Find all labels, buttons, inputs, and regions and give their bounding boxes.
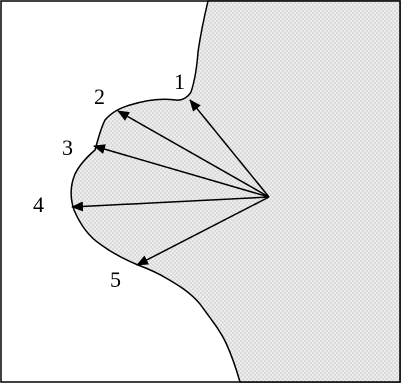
label-3: 3 — [62, 135, 73, 160]
arrow-2 — [117, 110, 270, 198]
arrow-5 — [136, 196, 270, 266]
label-2: 2 — [94, 84, 105, 109]
arrow-1 — [189, 99, 270, 198]
label-4: 4 — [33, 192, 44, 217]
arrow-3 — [93, 144, 270, 198]
land-region — [70, 0, 401, 383]
label-1: 1 — [174, 69, 185, 94]
label-5: 5 — [110, 267, 121, 292]
arrow-4 — [71, 196, 270, 212]
vectors — [71, 99, 270, 266]
